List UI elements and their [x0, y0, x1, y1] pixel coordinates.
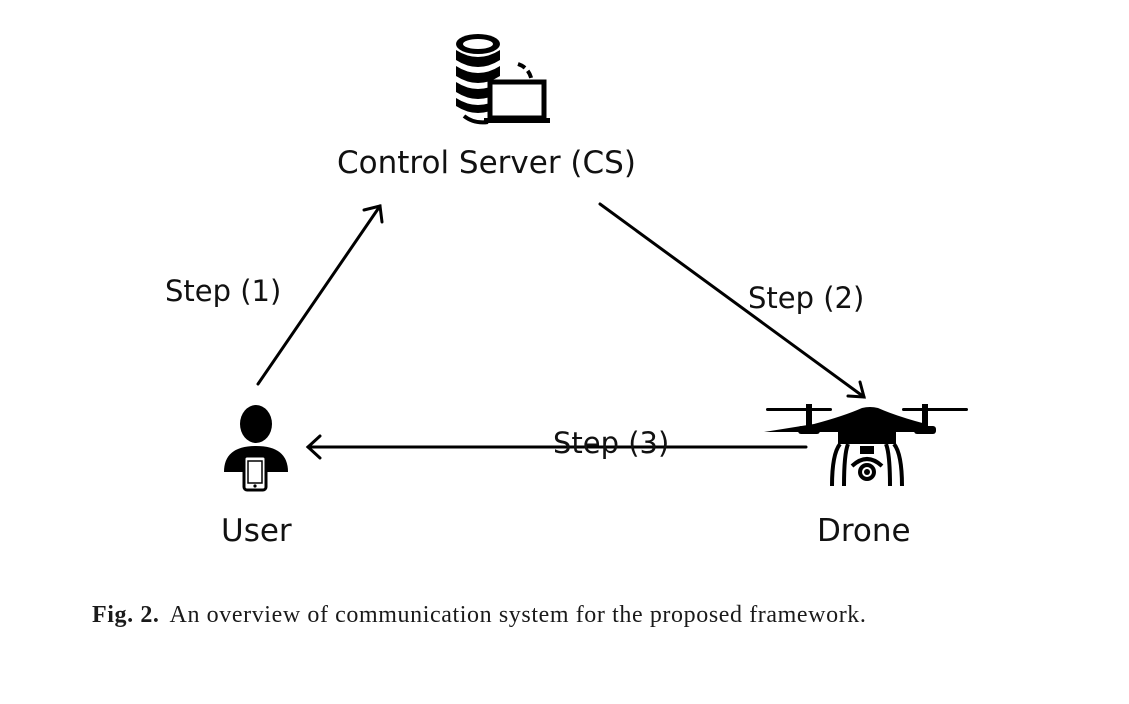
caption-text: An overview of communication system for …: [169, 602, 867, 628]
drone-label: Drone: [817, 513, 911, 549]
database-laptop-icon: [456, 34, 550, 125]
step-3-label: Step (3): [553, 426, 670, 460]
user-phone-icon: [224, 405, 288, 492]
server-label: Control Server (CS): [337, 145, 636, 181]
step-1-label: Step (1): [165, 274, 282, 308]
drone-icon: [764, 404, 968, 487]
step-2-label: Step (2): [748, 281, 865, 315]
arrow-step-2: [598, 202, 866, 399]
arrow-step-1: [256, 204, 384, 386]
arrow-step-3: [305, 434, 808, 460]
figure-caption: Fig. 2. An overview of communication syst…: [92, 602, 867, 629]
user-label: User: [221, 513, 292, 549]
caption-prefix: Fig. 2.: [92, 602, 160, 628]
